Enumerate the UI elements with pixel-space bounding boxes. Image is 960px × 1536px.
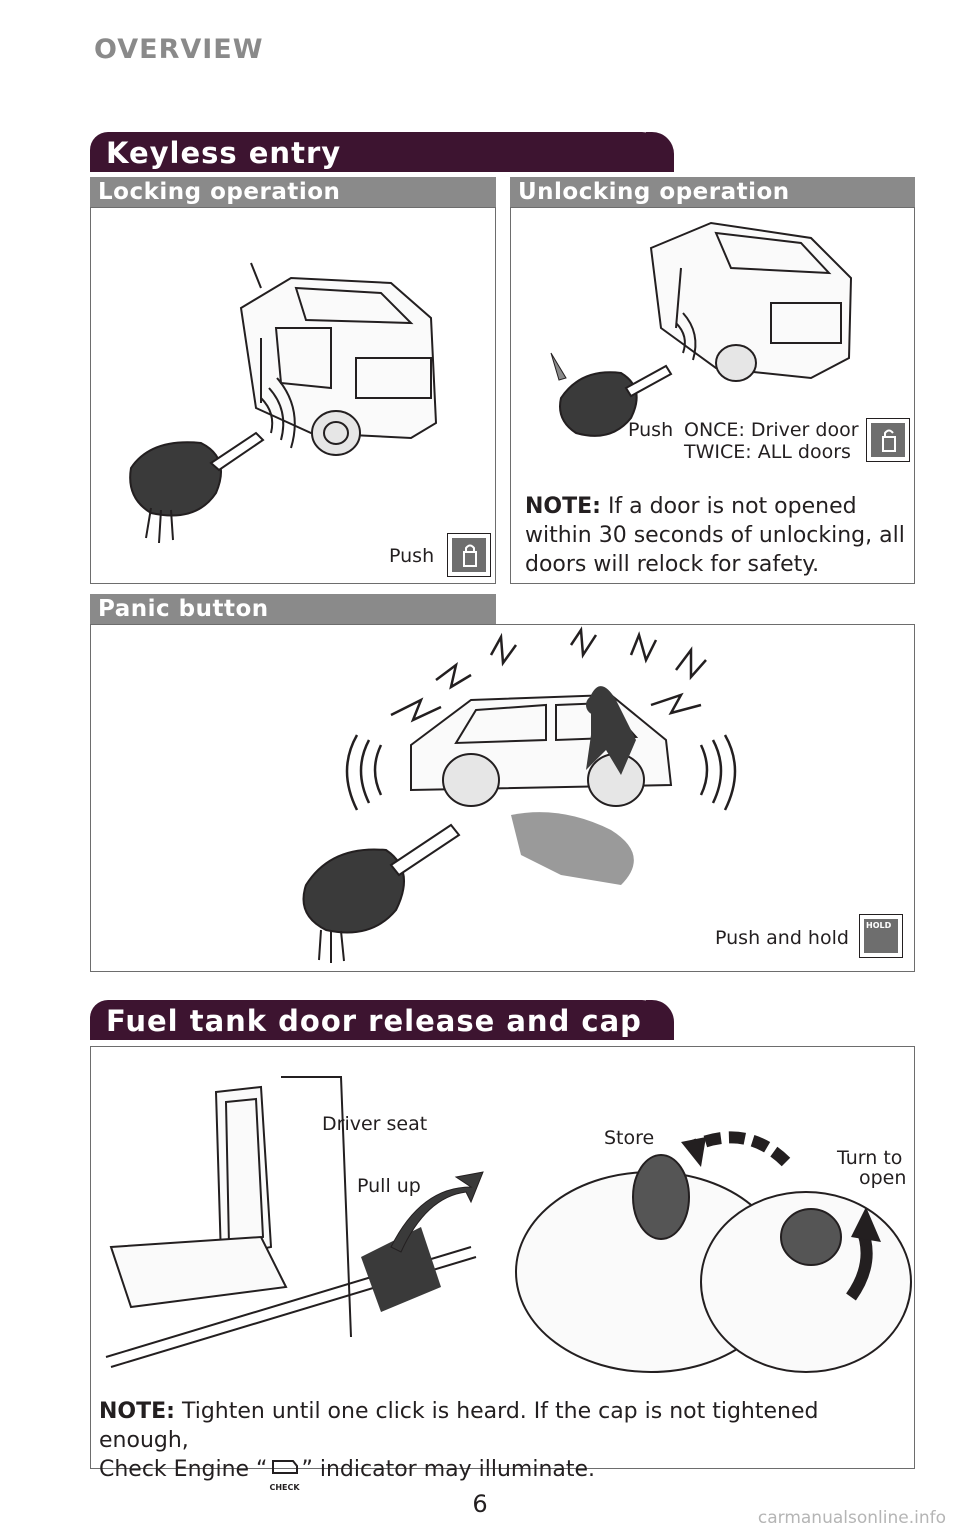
- panic-button-icon: HOLD: [859, 914, 903, 958]
- car-locking-illustration: [129, 262, 438, 544]
- check-icon-text: CHECK: [269, 1483, 300, 1492]
- unlock-button-icon: [866, 418, 910, 462]
- keyless-entry-banner: Keyless entry: [90, 132, 674, 172]
- check-engine-icon: CHECK: [267, 1457, 301, 1492]
- car-unlocking-illustration: [550, 221, 853, 437]
- panic-push-hold-label: Push and hold: [715, 927, 849, 949]
- unlocking-note-text: If a door is not opened within 30 second…: [525, 494, 905, 577]
- fuel-tank-banner: Fuel tank door release and cap: [90, 1000, 674, 1040]
- fuel-note-text-1: Tighten until one click is heard. If the…: [99, 1399, 819, 1453]
- fuel-note-text-2b: ” indicator may illuminate.: [301, 1457, 596, 1482]
- store-label: Store: [604, 1127, 655, 1149]
- unlocking-operation-label: Unlocking operation: [518, 179, 790, 205]
- fuel-tank-panel: Driver seat Pull up Store Turn to open N…: [90, 1046, 915, 1492]
- turn-to-label: Turn to: [837, 1147, 903, 1169]
- unlocking-operation-heading: Unlocking operation: [510, 177, 915, 207]
- panic-button-panel: Push and hold HOLD: [90, 624, 915, 972]
- page-number: 6: [472, 1490, 488, 1518]
- locking-operation-label: Locking operation: [98, 179, 341, 205]
- hold-icon-text: HOLD: [866, 921, 892, 930]
- fuel-note: NOTE: Tighten until one click is heard. …: [99, 1397, 911, 1492]
- locking-operation-heading: Locking operation: [90, 177, 496, 207]
- keyless-entry-title: Keyless entry: [106, 136, 342, 170]
- locking-operation-panel: Push: [90, 207, 496, 584]
- unlocking-note: NOTE: If a door is not opened within 30 …: [525, 492, 909, 579]
- watermark: carmanualsonline.info: [757, 1508, 946, 1528]
- pull-up-label: Pull up: [357, 1175, 421, 1197]
- lock-button-icon: [447, 533, 491, 577]
- panic-button-heading: Panic button: [90, 594, 496, 624]
- car-panic-illustration: [302, 626, 737, 963]
- driver-seat-label: Driver seat: [322, 1113, 428, 1135]
- section-title: OVERVIEW: [94, 34, 264, 65]
- panic-button-label: Panic button: [98, 596, 269, 622]
- open-padlock-icon: [882, 429, 896, 452]
- unlocking-twice-label: TWICE: ALL doors: [684, 441, 851, 463]
- fuel-door-illustration: [105, 1076, 912, 1373]
- unlocking-push-label: Push: [628, 419, 674, 441]
- unlocking-once-label: ONCE: Driver door: [684, 419, 859, 441]
- fuel-note-text-2a: Check Engine “: [99, 1457, 268, 1482]
- locking-push-label: Push: [389, 545, 435, 567]
- unlocking-operation-panel: Push ONCE: Driver door TWICE: ALL doors …: [510, 207, 915, 584]
- open-label: open: [859, 1167, 907, 1189]
- unlocking-note-label: NOTE:: [525, 494, 601, 519]
- fuel-note-label: NOTE:: [99, 1399, 175, 1424]
- padlock-icon: [463, 544, 477, 567]
- fuel-tank-title: Fuel tank door release and cap: [106, 1004, 642, 1038]
